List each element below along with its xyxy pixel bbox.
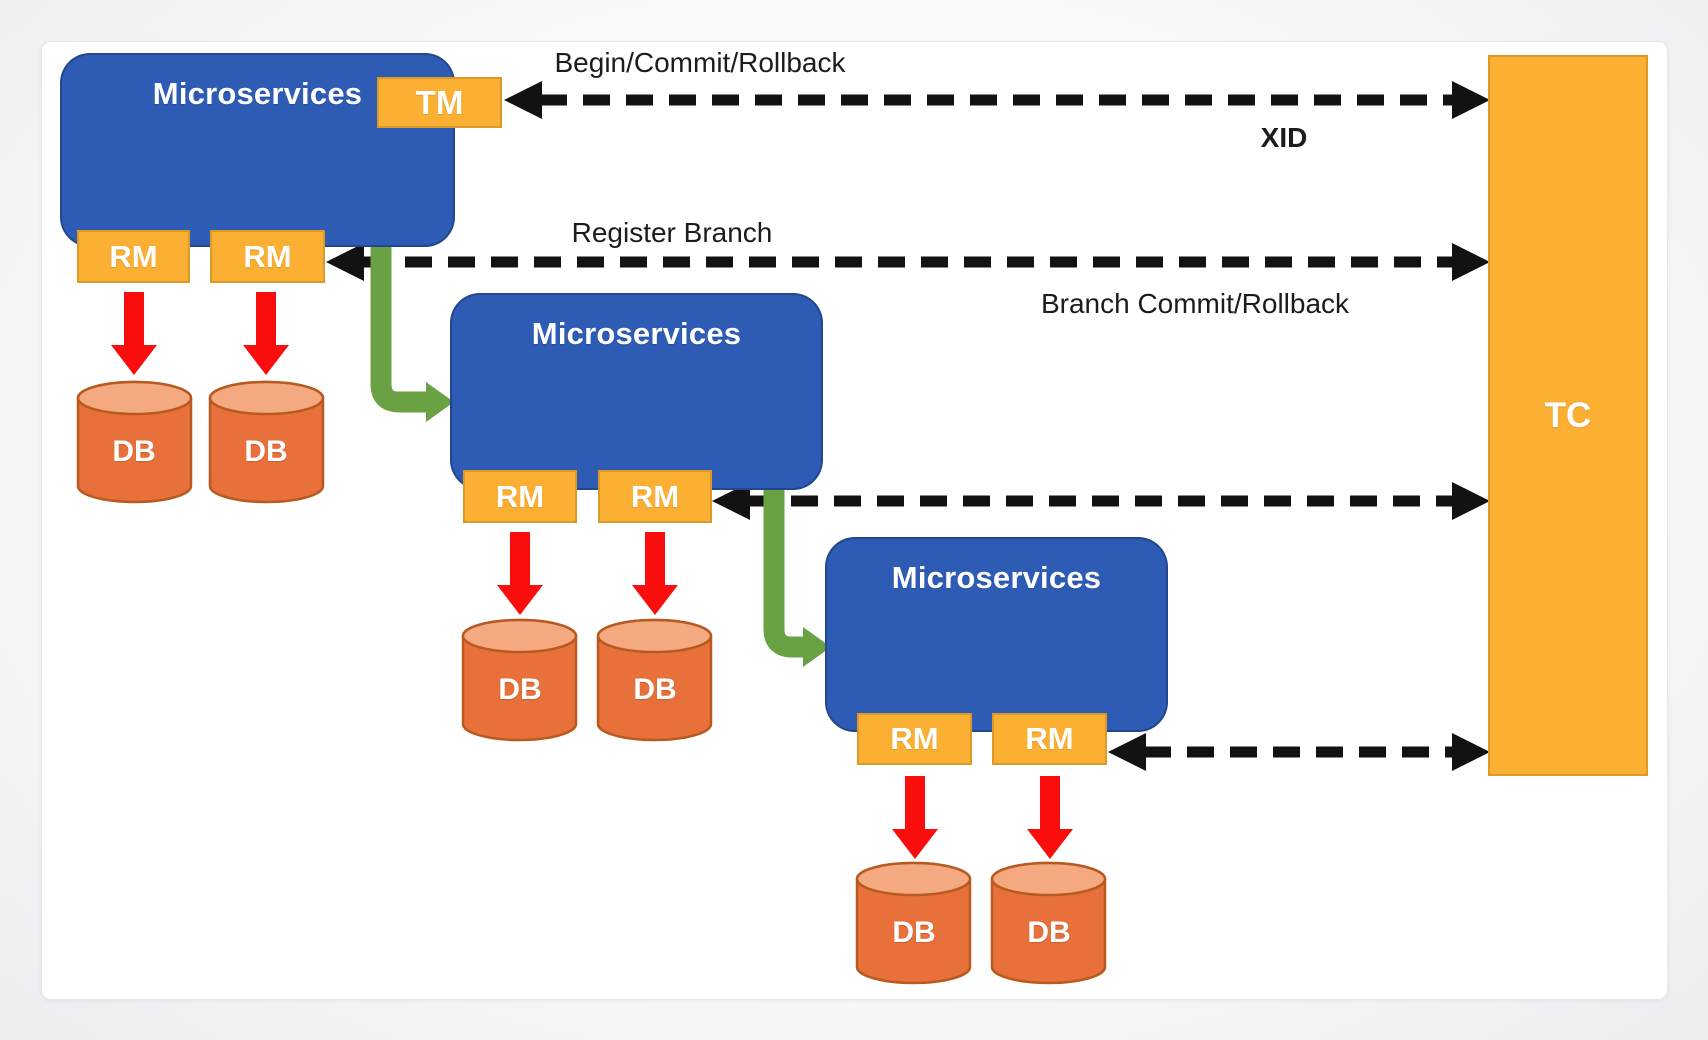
db-label: DB: [892, 916, 936, 949]
tm-badge: TM: [377, 77, 502, 128]
microservice-box-3: Microservices: [825, 537, 1168, 732]
db-label: DB: [1027, 916, 1071, 949]
microservice-3-title: Microservices: [891, 560, 1102, 595]
tc-box: TC: [1488, 55, 1648, 776]
xid-label: XID: [1260, 122, 1308, 153]
rm-badge: RM: [463, 470, 577, 523]
rm-badge: RM: [77, 230, 190, 283]
microservice-1-title: Microservices: [152, 76, 363, 111]
microservice-box-2: Microservices: [450, 293, 823, 490]
rm-badge: RM: [598, 470, 712, 523]
register-branch-label: Register Branch: [571, 217, 773, 248]
db-label: DB: [498, 673, 542, 706]
db-label: DB: [112, 435, 156, 468]
rm-badge: RM: [210, 230, 325, 283]
microservice-2-title: Microservices: [531, 316, 742, 351]
rm-badge: RM: [857, 713, 972, 765]
db-label: DB: [633, 673, 677, 706]
branch-commit-rollback-label: Branch Commit/Rollback: [1040, 288, 1350, 319]
db-label: DB: [244, 435, 288, 468]
begin-commit-rollback-label: Begin/Commit/Rollback: [554, 47, 846, 78]
rm-badge: RM: [992, 713, 1107, 765]
